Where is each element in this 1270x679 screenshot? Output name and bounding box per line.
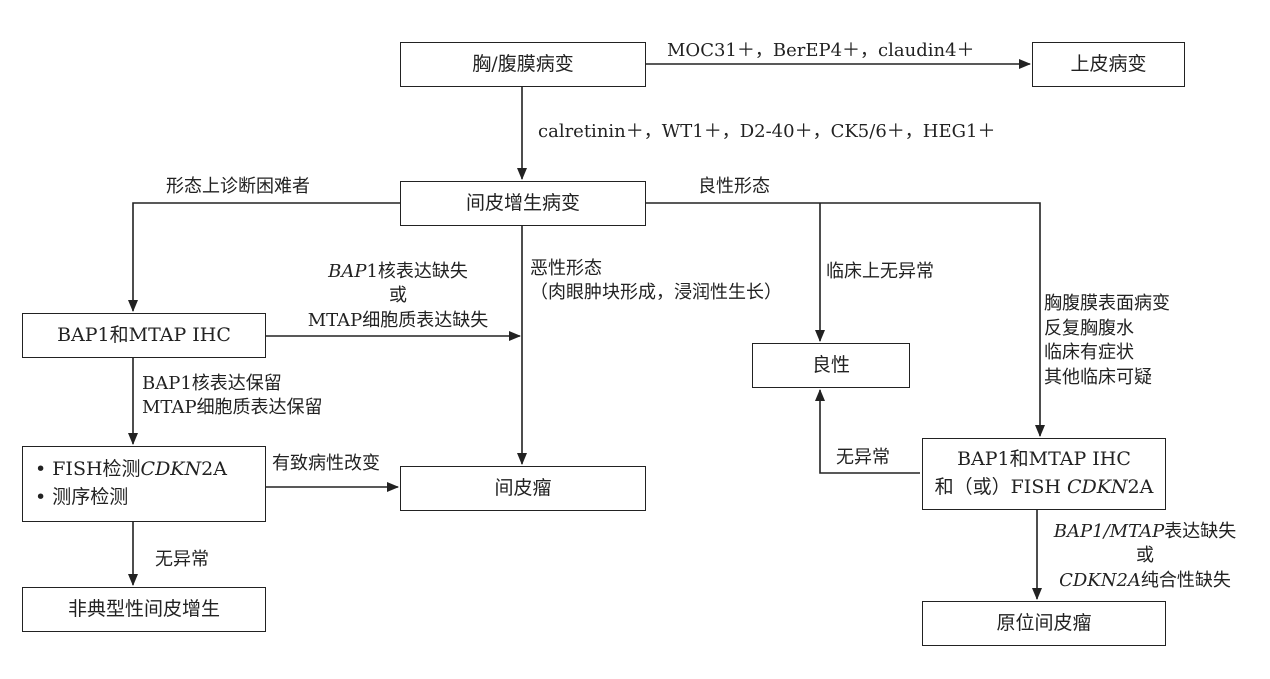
node-label: 上皮病变 (1070, 52, 1147, 75)
label-clinical-suspicion: 胸腹膜表面病变 反复胸腹水 临床有症状 其他临床可疑 (1044, 292, 1170, 391)
node-label: 胸/腹膜病变 (472, 52, 574, 75)
criteria-gene2: CDKN2A (1059, 569, 1141, 591)
label-expression-retained: BAP1核表达保留 MTAP细胞质表达保留 (142, 372, 323, 421)
label-malignant-morphology: 恶性形态 （肉眼肿块形成，浸润性生长） (530, 257, 782, 306)
node-bap1-mtap-fish: BAP1和MTAP IHC 和（或）FISH CDKN2A (922, 438, 1166, 510)
malignant-line2: （肉眼肿块形成，浸润性生长） (530, 282, 782, 304)
line2-prefix: 和（或）FISH (934, 476, 1067, 498)
node-mesothelioma: 间皮瘤 (400, 466, 646, 511)
label-no-abnormality-right: 无异常 (836, 446, 890, 470)
fish-gene: CDKN (140, 458, 202, 481)
label-text: 有致病性改变 (272, 453, 380, 474)
node-mesothelioma-in-situ: 原位间皮瘤 (922, 601, 1166, 646)
label-to-proliferation: calretinin＋，WT1＋，D2-40＋，CK5/6＋，HEG1＋ (538, 120, 995, 144)
line2-suffix: 2A (1127, 476, 1154, 498)
label-in-situ-criteria: BAP1/MTAP表达缺失 或 CDKN2A纯合性缺失 (1042, 520, 1248, 593)
malignant-line1: 恶性形态 (530, 258, 602, 279)
label-benign-morphology: 良性形态 (698, 175, 770, 199)
fish-gene-suffix: 2A (201, 458, 227, 481)
edge-proliferation-right (646, 202, 1045, 437)
sequencing-label: 测序检测 (52, 486, 129, 508)
node-label: 间皮瘤 (494, 476, 552, 499)
label-text: calretinin＋，WT1＋，D2-40＋，CK5/6＋，HEG1＋ (538, 121, 996, 142)
node-epithelial-lesion: 上皮病变 (1032, 42, 1185, 87)
node-label: 间皮增生病变 (465, 191, 580, 214)
criteria-suffix2: 纯合性缺失 (1140, 569, 1231, 591)
suspicion-line3: 临床有症状 (1044, 342, 1134, 364)
node-label: BAP1和MTAP IHC (57, 323, 231, 346)
suspicion-line1: 胸腹膜表面病变 (1044, 293, 1170, 314)
suspicion-line2: 反复胸腹水 (1044, 317, 1134, 339)
loss-line3: MTAP细胞质表达缺失 (307, 309, 489, 331)
loss-gene: BAP (328, 261, 367, 282)
node-label: 良性 (811, 353, 850, 376)
criteria-line2: 或 (1136, 545, 1154, 567)
criteria-line3: CDKN2A纯合性缺失 (1042, 569, 1248, 593)
node-label-line1: BAP1和MTAP IHC (957, 448, 1131, 471)
label-clinically-normal: 临床上无异常 (826, 260, 934, 284)
label-no-abnormality-bottom: 无异常 (155, 548, 209, 572)
retained-line2: MTAP细胞质表达保留 (142, 397, 323, 419)
label-to-epithelial: MOC31＋，BerEP4＋，claudin4＋ (667, 39, 975, 63)
label-text: 临床上无异常 (826, 261, 934, 282)
node-bap1-mtap-ihc: BAP1和MTAP IHC (22, 313, 266, 358)
node-mesothelial-proliferation: 间皮增生病变 (400, 181, 646, 226)
label-text: 形态上诊断困难者 (166, 176, 310, 197)
node-label: 非典型性间皮增生 (67, 597, 220, 620)
node-atypical-proliferation: 非典型性间皮增生 (22, 587, 266, 632)
fish-prefix: FISH检测 (52, 458, 141, 481)
node-fish-sequencing: FISH检测CDKN2A 测序检测 (22, 446, 266, 522)
label-pathogenic-change: 有致病性改变 (272, 452, 380, 476)
bullet-fish: FISH检测CDKN2A (35, 456, 227, 484)
edge-bap1fish-to-benign (815, 389, 920, 474)
suspicion-line4: 其他临床可疑 (1044, 366, 1152, 388)
node-benign: 良性 (752, 343, 910, 388)
node-label: 原位间皮瘤 (996, 611, 1092, 634)
node-label-line2: 和（或）FISH CDKN2A (935, 474, 1154, 502)
label-text: 无异常 (155, 549, 209, 570)
node-pleural-peritoneal-lesion: 胸/腹膜病变 (400, 42, 646, 87)
criteria-suffix: 表达缺失 (1164, 521, 1237, 542)
bullet-sequencing: 测序检测 (35, 484, 128, 512)
loss-line1: BAP1核表达缺失 (285, 260, 511, 284)
label-text: MOC31＋，BerEP4＋，claudin4＋ (667, 40, 975, 61)
criteria-gene: BAP1/MTAP (1053, 521, 1165, 542)
loss-line2: 或 (389, 285, 407, 307)
criteria-line1: BAP1/MTAP表达缺失 (1042, 520, 1248, 544)
loss-suffix: 核表达缺失 (377, 261, 468, 282)
line2-gene: CDKN (1066, 476, 1128, 498)
edge-proliferation-to-bap1 (128, 202, 400, 312)
label-text: 无异常 (836, 447, 890, 468)
loss-gene-num: 1 (366, 261, 378, 282)
retained-line1: BAP1核表达保留 (142, 373, 282, 394)
label-difficult-diagnosis: 形态上诊断困难者 (166, 175, 310, 199)
label-text: 良性形态 (698, 176, 770, 197)
label-expression-loss: BAP1核表达缺失 或 MTAP细胞质表达缺失 (285, 260, 511, 333)
